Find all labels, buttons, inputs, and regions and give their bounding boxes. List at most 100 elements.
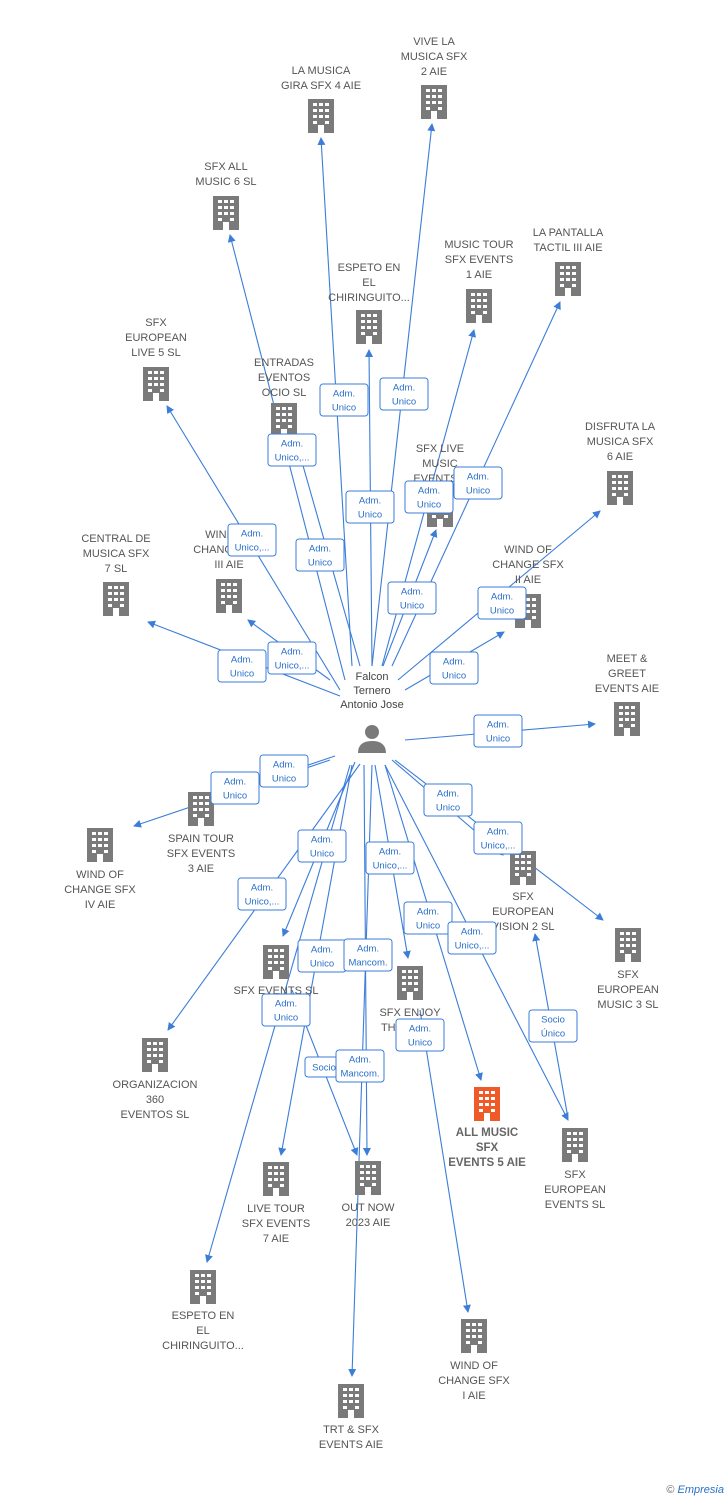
relation-text: Adm. <box>241 529 263 540</box>
person-name-line: Antonio Jose <box>340 699 404 711</box>
relation-label-24[interactable]: Adm.Unico <box>297 939 347 973</box>
relation-label-10[interactable]: Adm.Unico <box>477 586 527 620</box>
relation-label-4[interactable]: Adm.Unico <box>345 490 395 524</box>
relation-text: Unico <box>332 403 356 414</box>
relation-text: Adm. <box>273 760 295 771</box>
relation-label-1[interactable]: Adm.Unico <box>319 383 369 417</box>
relation-text: Unico <box>466 486 490 497</box>
building-icon <box>607 471 633 505</box>
relation-text: Adm. <box>487 720 509 731</box>
relation-text: Adm. <box>491 592 513 603</box>
relation-label-3[interactable]: Adm.Unico,... <box>267 433 317 467</box>
company-label-line: CHANGE SFX <box>438 1375 510 1387</box>
relation-text: Unico <box>408 1038 432 1049</box>
company-label-line: MUSICA SFX <box>587 436 654 448</box>
company-node-n26[interactable]: ESPETO ENELCHIRINGUITO... <box>162 1270 244 1352</box>
relation-box <box>227 523 277 557</box>
relation-label-8[interactable]: Adm.Unico <box>295 538 345 572</box>
relation-label-15[interactable]: Adm.Unico <box>259 754 309 788</box>
relation-label-23[interactable]: Adm.Unico,... <box>447 921 497 955</box>
relation-label-14[interactable]: Adm.Unico <box>473 714 523 748</box>
building-icon <box>308 99 334 133</box>
relation-label-29[interactable]: Adm.Mancom. <box>335 1049 385 1083</box>
relation-text: Único <box>541 1029 565 1040</box>
relation-text: Adm. <box>281 647 303 658</box>
relation-label-22[interactable]: Adm.Unico <box>403 901 453 935</box>
company-label-line: TACTIL III AIE <box>533 242 602 254</box>
company-label-line: SFX ALL <box>204 161 247 173</box>
relation-label-9[interactable]: Adm.Unico <box>387 581 437 615</box>
relation-box <box>259 754 309 788</box>
company-label-line: SPAIN TOUR <box>168 833 234 845</box>
relation-label-26[interactable]: Adm.Unico <box>261 993 311 1027</box>
company-label-line: CENTRAL DE <box>81 533 150 545</box>
company-label-line: CHANGE SFX <box>492 559 564 571</box>
company-label-line: EL <box>362 277 375 289</box>
relation-label-16[interactable]: Adm.Unico <box>210 771 260 805</box>
company-label-line: WIND OF <box>450 1360 498 1372</box>
building-icon <box>263 1162 289 1196</box>
relation-label-6[interactable]: Adm.Unico <box>404 480 454 514</box>
relation-text: Adm. <box>275 999 297 1010</box>
company-label-line: SFX <box>476 1142 499 1154</box>
relation-label-21[interactable]: Adm.Unico,... <box>365 841 415 875</box>
relation-label-25[interactable]: Adm.Mancom. <box>343 938 393 972</box>
building-icon <box>87 828 113 862</box>
relation-label-13[interactable]: Adm.Unico <box>217 649 267 683</box>
company-node-n9[interactable]: SFX LIVEMUSICEVENTS... <box>413 443 467 527</box>
relation-text: Unico <box>436 803 460 814</box>
relation-label-5[interactable]: Adm.Unico <box>453 466 503 500</box>
relation-text: Unico,... <box>245 897 280 908</box>
relation-label-11[interactable]: Adm.Unico <box>429 651 479 685</box>
relation-label-17[interactable]: Adm.Unico <box>423 783 473 817</box>
company-label-line: II AIE <box>515 574 541 586</box>
relation-label-7[interactable]: Adm.Unico,... <box>227 523 277 557</box>
building-icon <box>190 1270 216 1304</box>
company-label-line: SFX <box>617 969 639 981</box>
relation-label-30[interactable]: Adm. Unico <box>395 1018 445 1052</box>
relation-text: Unico <box>416 921 440 932</box>
company-label-line: ESPETO EN <box>338 262 401 274</box>
relation-label-18[interactable]: Adm.Unico,... <box>473 821 523 855</box>
relation-label-20[interactable]: Adm.Unico,... <box>237 877 287 911</box>
relation-text: Adm. <box>409 1024 431 1035</box>
company-label-line: CHIRINGUITO... <box>328 292 410 304</box>
company-label-line: SFX LIVE <box>416 443 464 455</box>
relation-box <box>319 383 369 417</box>
company-node-n4[interactable]: ESPETO EN EL CHIRINGUITO... <box>328 262 410 344</box>
building-icon <box>142 1038 168 1072</box>
relation-label-2[interactable]: Adm.Unico <box>379 377 429 411</box>
relation-label-12[interactable]: Adm.Unico,... <box>267 641 317 675</box>
relation-label-19[interactable]: Adm.Unico <box>297 829 347 863</box>
person-icon <box>358 725 386 753</box>
relation-text: Unico <box>230 669 254 680</box>
person-name-line: Ternero <box>353 685 390 697</box>
company-label-line: CHIRINGUITO... <box>162 1340 244 1352</box>
relation-text: Adm. <box>309 544 331 555</box>
company-label-line: EVENTS AIE <box>319 1439 383 1451</box>
